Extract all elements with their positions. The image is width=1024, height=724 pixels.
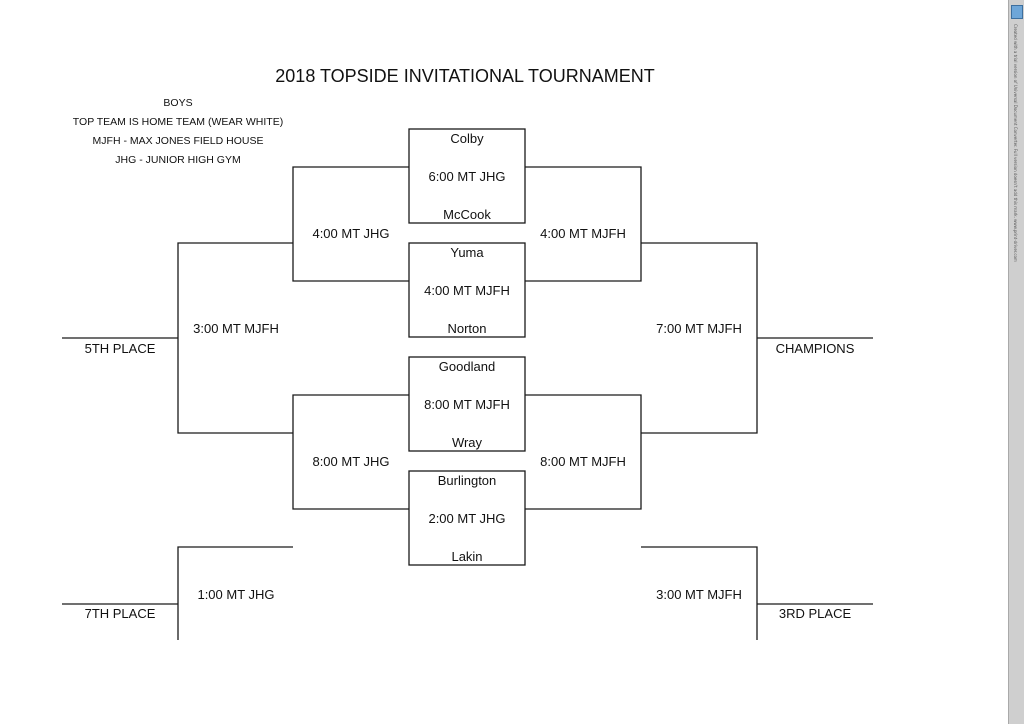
left-bracket-lower	[292, 394, 409, 510]
note-boys: BOYS	[163, 97, 193, 109]
champions-label: CHAMPIONS	[775, 341, 855, 356]
game-2-bottom-team: Norton	[447, 321, 487, 336]
game-2-time: 4:00 MT MJFH	[424, 283, 510, 298]
third-place-bracket	[641, 546, 758, 640]
loser-semi-upper-time: 4:00 MT JHG	[312, 226, 390, 241]
watermark-sidebar: Created with a trial version of Universa…	[1008, 0, 1024, 724]
note-mjfh: MJFH - MAX JONES FIELD HOUSE	[92, 135, 264, 147]
game-3-time: 8:00 MT MJFH	[424, 397, 510, 412]
seventh-place-game-time: 1:00 MT JHG	[197, 587, 275, 602]
game-4-bottom-team: Lakin	[451, 549, 483, 564]
third-place-label: 3RD PLACE	[778, 606, 852, 621]
game-3-top-team: Goodland	[438, 359, 496, 374]
game-box-4	[408, 470, 526, 566]
game-1-top-team: Colby	[450, 131, 484, 146]
fifth-place-label: 5TH PLACE	[84, 341, 156, 356]
loser-semi-lower-time: 8:00 MT JHG	[312, 454, 390, 469]
seventh-place-label: 7TH PLACE	[84, 606, 156, 621]
note-jhg: JHG - JUNIOR HIGH GYM	[115, 154, 241, 166]
championship-bracket	[641, 242, 758, 434]
seventh-place-bracket	[177, 546, 293, 640]
game-1-time: 6:00 MT JHG	[428, 169, 506, 184]
game-box-2	[408, 242, 526, 338]
game-4-time: 2:00 MT JHG	[428, 511, 506, 526]
third-place-game-time: 3:00 MT MJFH	[656, 587, 742, 602]
right-bracket-upper	[525, 166, 642, 282]
watermark-text: Created with a trial version of Universa…	[1013, 24, 1018, 262]
game-box-1	[408, 128, 526, 224]
document-icon	[1011, 5, 1023, 19]
left-bracket-upper	[292, 166, 409, 282]
page-title: 2018 TOPSIDE INVITATIONAL TOURNAMENT	[275, 66, 655, 86]
game-1-bottom-team: McCook	[443, 207, 491, 222]
fifth-place-game-time: 3:00 MT MJFH	[193, 321, 279, 336]
game-4-top-team: Burlington	[437, 473, 497, 488]
fifth-place-bracket	[177, 242, 293, 434]
right-bracket-lower	[525, 394, 642, 510]
championship-game-time: 7:00 MT MJFH	[656, 321, 742, 336]
winner-semi-lower-time: 8:00 MT MJFH	[540, 454, 626, 469]
game-3-bottom-team: Wray	[451, 435, 483, 450]
winner-semi-upper-time: 4:00 MT MJFH	[540, 226, 626, 241]
game-box-3	[408, 356, 526, 452]
game-2-top-team: Yuma	[450, 245, 484, 260]
note-home-team: TOP TEAM IS HOME TEAM (WEAR WHITE)	[72, 116, 284, 128]
